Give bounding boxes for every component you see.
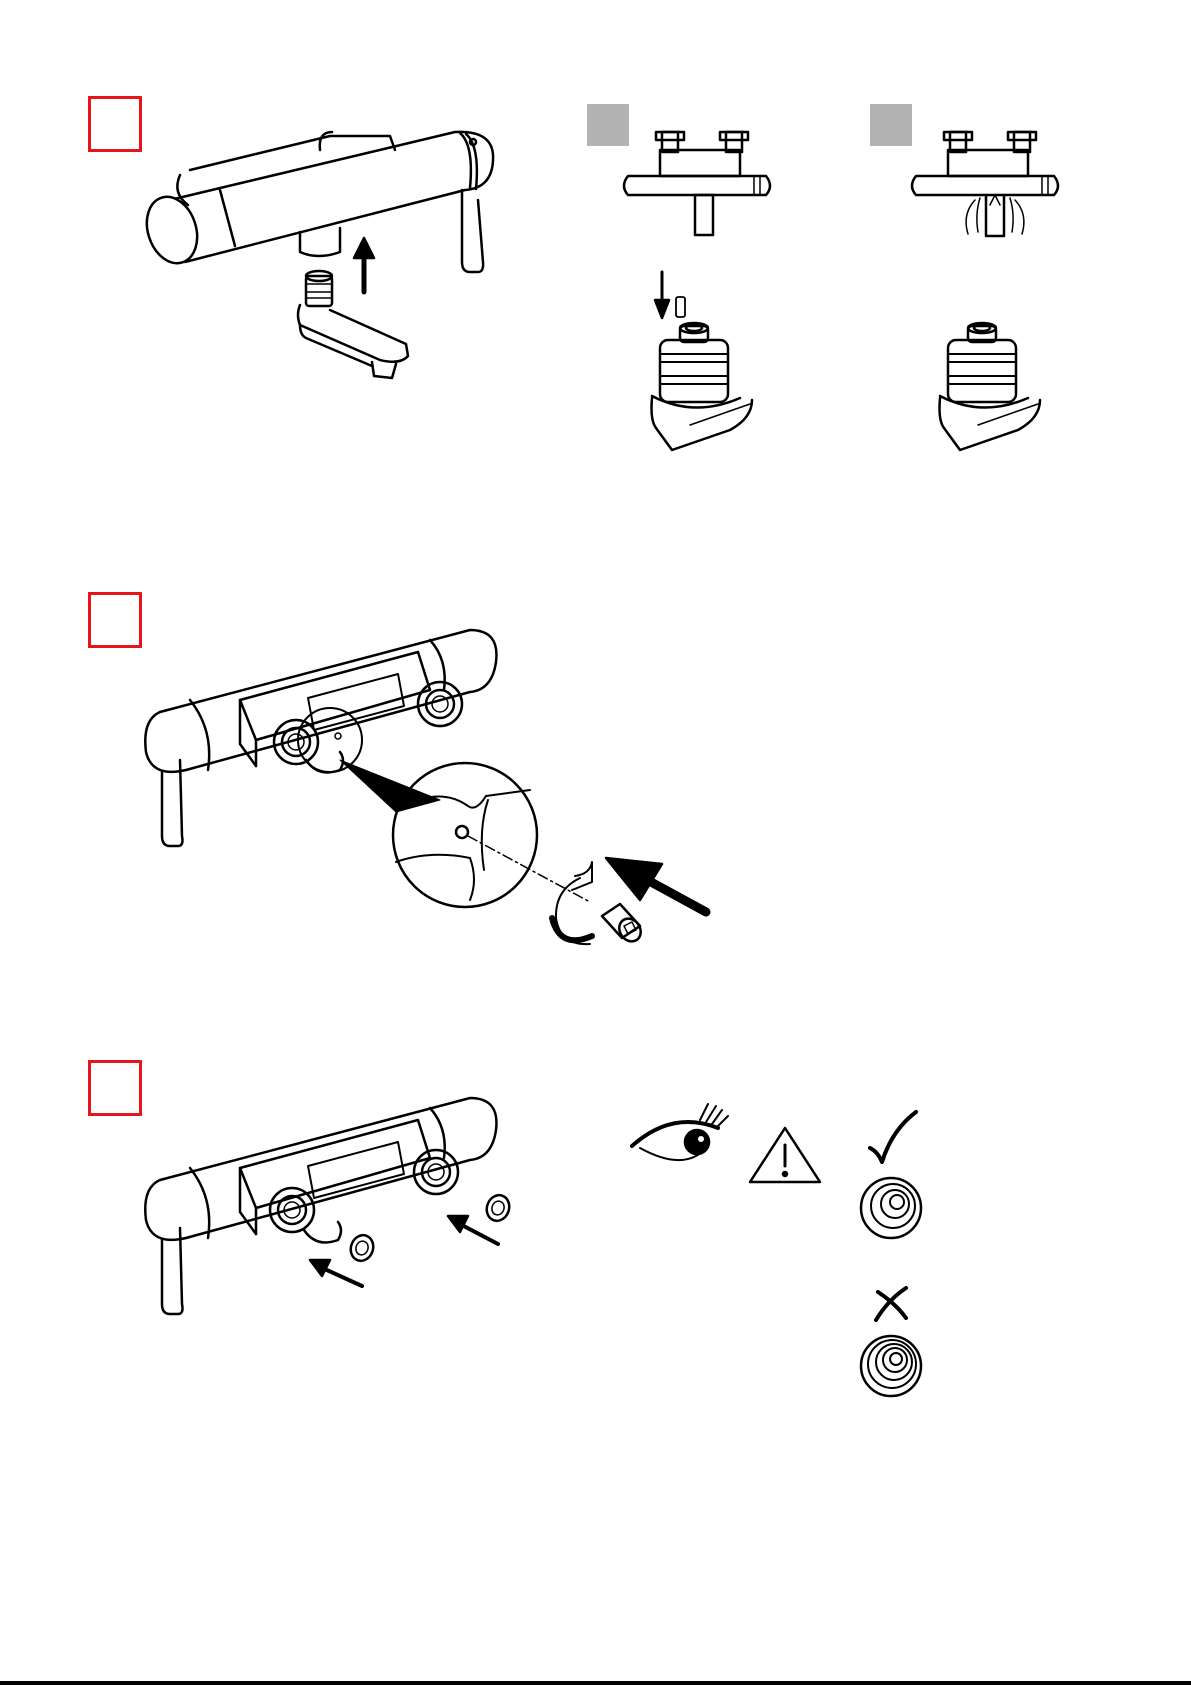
check-mark-icon bbox=[870, 1112, 916, 1162]
eye-icon bbox=[632, 1104, 728, 1160]
seal-inspection bbox=[632, 1104, 921, 1396]
seal-left bbox=[310, 1232, 377, 1286]
seal-bad bbox=[861, 1336, 921, 1396]
warning-triangle-icon bbox=[750, 1128, 820, 1182]
cross-mark-icon bbox=[876, 1288, 906, 1320]
seal-good bbox=[861, 1178, 921, 1238]
seal-right bbox=[448, 1192, 513, 1244]
mixer-rear-view-seals bbox=[145, 1098, 496, 1314]
bottom-rule bbox=[0, 1681, 1191, 1685]
